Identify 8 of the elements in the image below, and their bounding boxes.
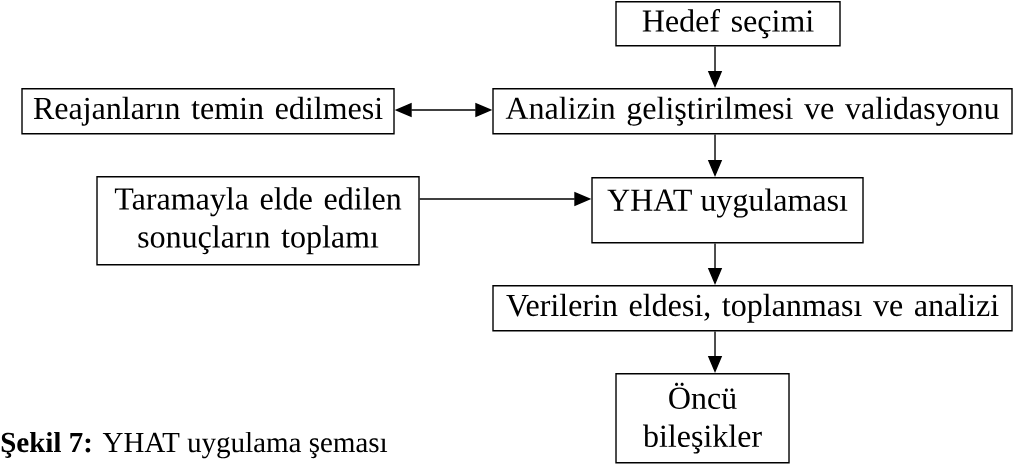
process-box: Hedef seçimi bbox=[615, 1, 841, 47]
process-box: Verilerin eldesi, toplanması ve analizi bbox=[492, 285, 1013, 332]
process-box: Reajanların temin edilmesi bbox=[21, 88, 395, 135]
process-box: Analizin geliştirilmesi ve validasyonu bbox=[492, 88, 1013, 135]
process-box: Taramayla elde edilen sonuçların toplamı bbox=[96, 176, 420, 266]
process-box: Öncü bileşikler bbox=[615, 373, 790, 464]
caption: Şekil 7: YHAT uygulama şeması bbox=[1, 431, 388, 459]
process-box: YHAT uygulaması bbox=[591, 177, 864, 244]
